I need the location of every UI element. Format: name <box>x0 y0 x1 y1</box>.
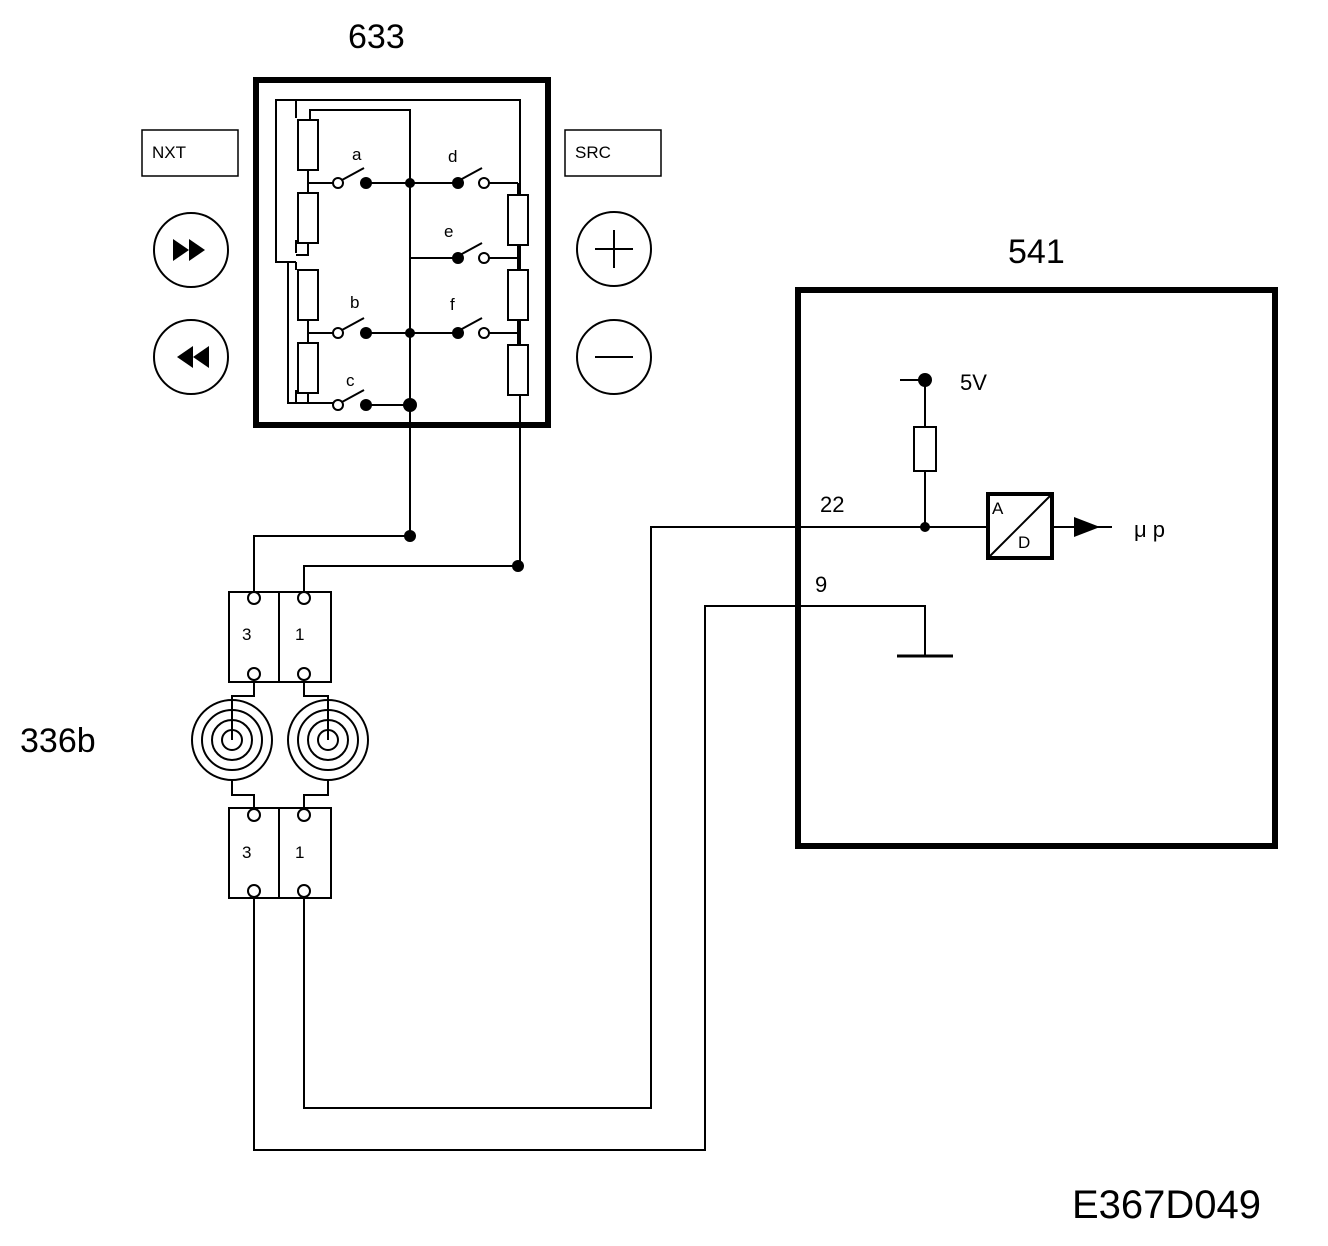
pin-9-label: 9 <box>815 572 827 597</box>
adc-d-label: D <box>1018 533 1030 552</box>
switch-e-label: e <box>444 222 453 241</box>
resistor <box>297 342 319 394</box>
wire-633-to-336b <box>253 400 521 595</box>
resistor <box>507 194 529 246</box>
resistor <box>297 192 319 244</box>
upper-pin-3: 3 <box>242 625 251 644</box>
clock-spring-coils <box>191 680 369 812</box>
upper-connector <box>228 591 332 683</box>
module-633-label: 633 <box>348 18 405 56</box>
pin-22-label: 22 <box>820 492 844 517</box>
adc-block <box>986 492 1054 560</box>
wire-336b-to-541-ground <box>253 605 926 1151</box>
src-button <box>564 129 662 177</box>
minus-icon <box>576 319 652 395</box>
switch-c-label: c <box>346 371 355 390</box>
pull-up-resistor <box>913 426 937 472</box>
switch-a-label: a <box>352 145 362 164</box>
nxt-button <box>141 129 239 177</box>
plus-icon <box>576 211 652 287</box>
lower-pin-1: 1 <box>295 843 304 862</box>
resistor <box>297 119 319 171</box>
module-633-box <box>253 77 551 428</box>
lower-connector <box>228 807 332 899</box>
drawing-reference: E367D049 <box>1072 1183 1261 1227</box>
control-unit-box <box>795 287 1278 849</box>
fast-forward-icon <box>153 212 229 288</box>
control-unit-label: 541 <box>1008 233 1065 271</box>
supply-label: 5V <box>960 370 987 395</box>
module-633-inner-wiring <box>275 99 521 406</box>
wire-336b-to-541-signal <box>303 526 925 1109</box>
clock-spring-label: 336b <box>20 722 96 760</box>
nxt-button-label: NXT <box>152 143 186 162</box>
rewind-icon <box>153 319 229 395</box>
lower-pin-3: 3 <box>242 843 251 862</box>
resistor <box>297 269 319 321</box>
switch-d-label: d <box>448 147 457 166</box>
switch-f-label: f <box>450 295 455 314</box>
src-button-label: SRC <box>575 143 611 162</box>
adc-a-label: A <box>992 499 1004 518</box>
switch-b-label: b <box>350 293 359 312</box>
resistor <box>507 269 529 321</box>
output-arrow-icon <box>1074 517 1100 537</box>
microprocessor-label: μ p <box>1134 517 1165 542</box>
upper-pin-1: 1 <box>295 625 304 644</box>
resistor <box>507 344 529 396</box>
